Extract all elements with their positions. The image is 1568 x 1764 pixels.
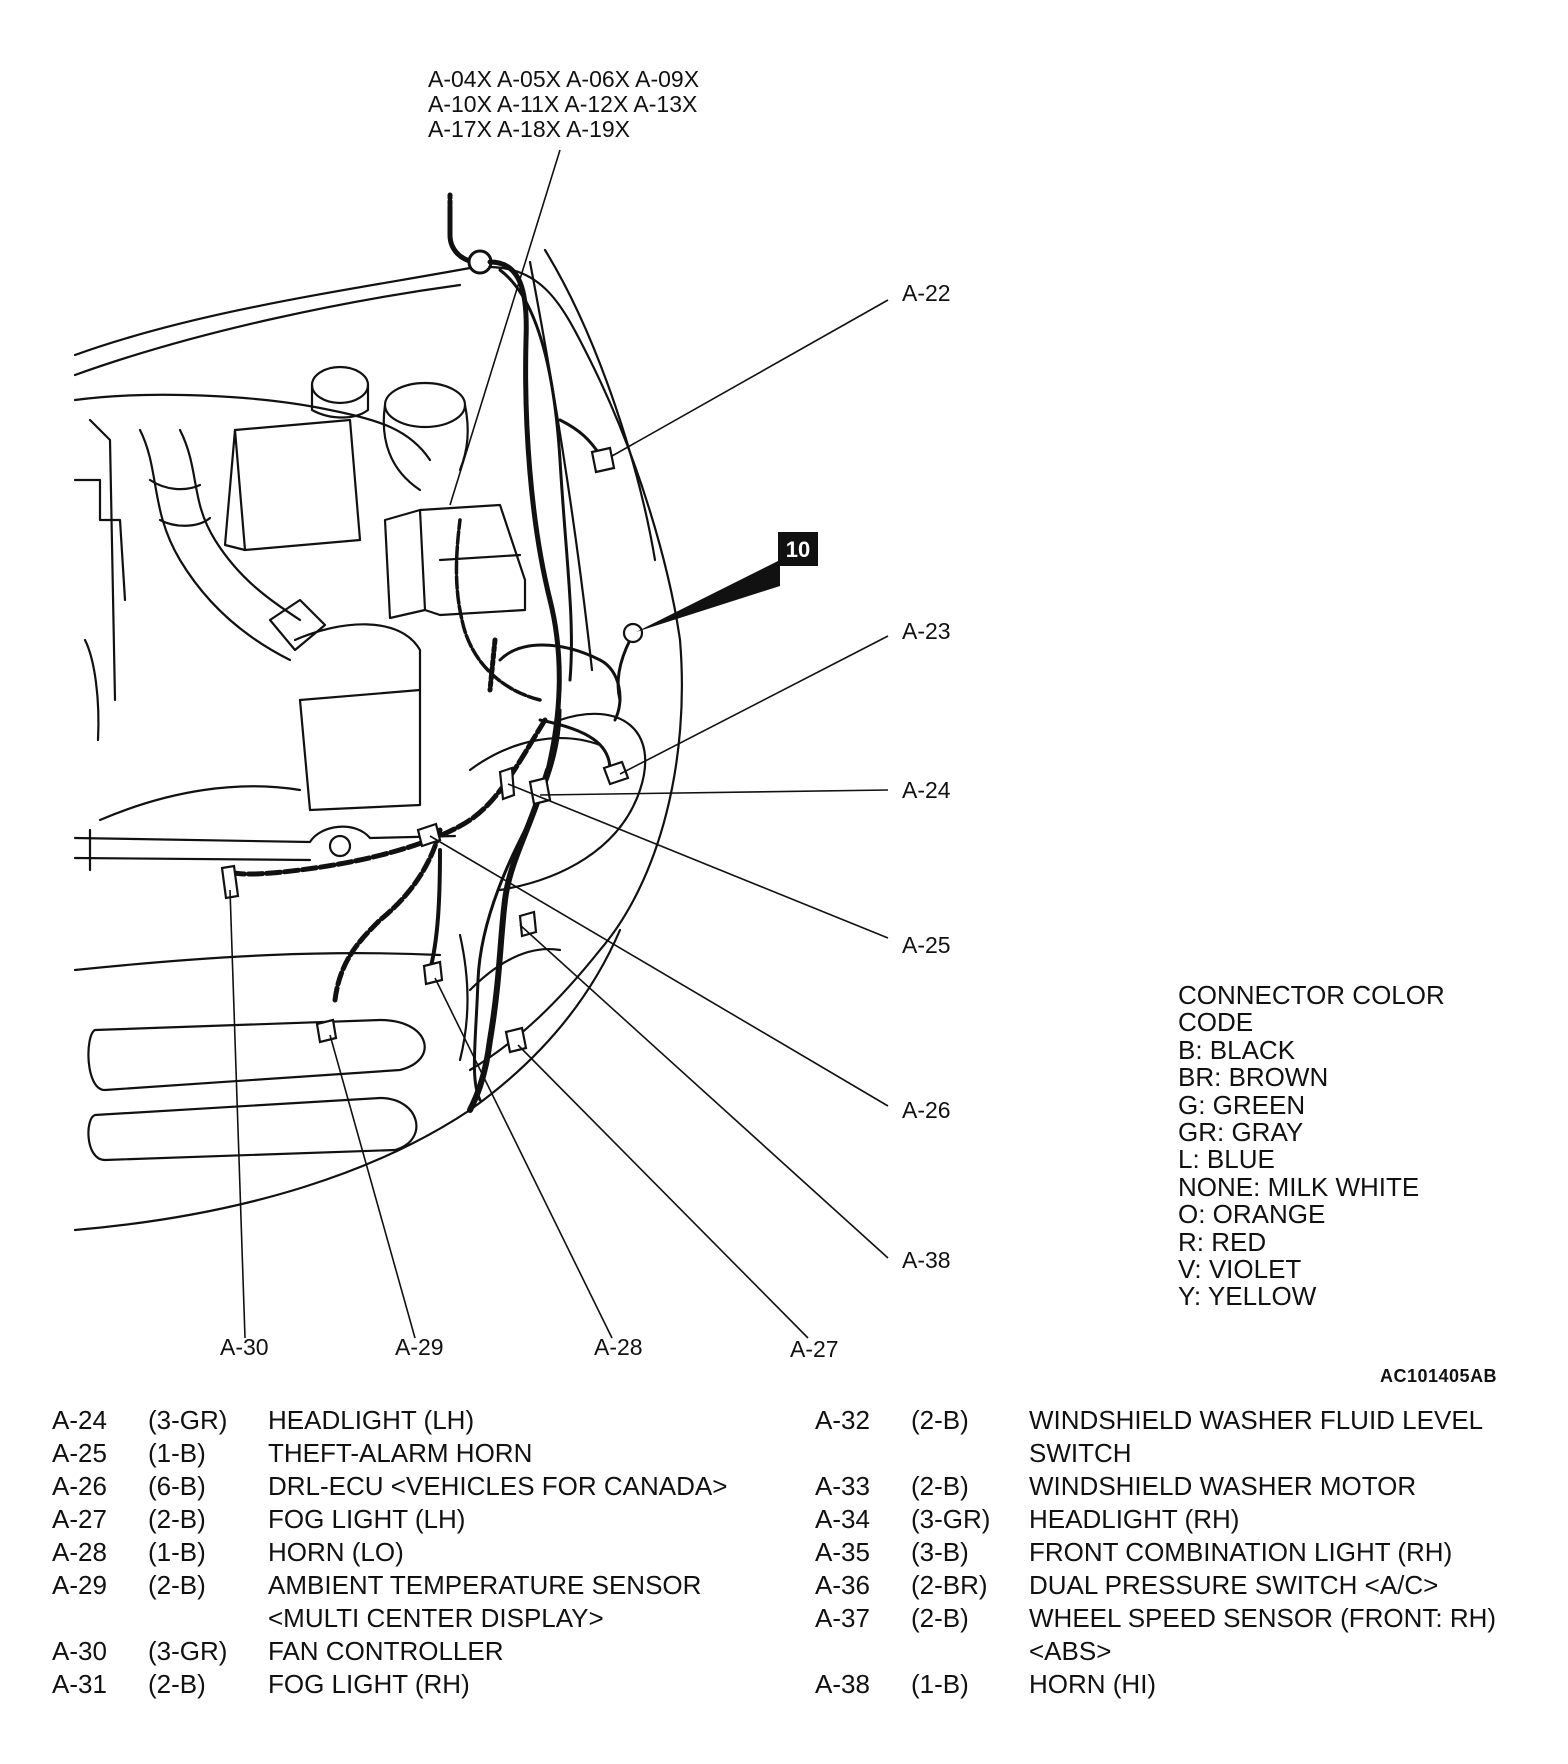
connector-code: (2-BR) — [911, 1570, 988, 1600]
color-code-entry: Y: YELLOW — [1178, 1281, 1317, 1312]
connector-code: (3-B) — [911, 1537, 969, 1567]
connector-id: A-33 — [815, 1471, 870, 1501]
legend-row: A-25 (1-B) THEFT-ALARM HORN — [52, 1437, 748, 1470]
callout-a22: A-22 — [902, 280, 951, 306]
callout-a25: A-25 — [902, 932, 951, 958]
connector-code: (1-B) — [148, 1537, 206, 1567]
legend-row: A-30 (3-GR) FAN CONTROLLER — [52, 1635, 748, 1668]
callout-a28: A-28 — [594, 1334, 643, 1360]
connector-id: A-38 — [815, 1669, 870, 1699]
callout-a38: A-38 — [902, 1247, 951, 1273]
connector-desc: HEADLIGHT (LH) — [268, 1405, 475, 1435]
connector-id: A-26 — [52, 1471, 107, 1501]
connector-legend-left: A-24 (3-GR) HEADLIGHT (LH) A-25 (1-B) TH… — [52, 1404, 748, 1701]
engine-bay-wiring-diagram: 10 A-04X A-05X A-06X A-09X A-10X A-11X A… — [73, 66, 951, 1362]
color-code-entry: V: VIOLET — [1178, 1254, 1302, 1285]
connector-id: A-32 — [815, 1405, 870, 1435]
top-label-line-1: A-04X A-05X A-06X A-09X — [428, 66, 699, 92]
connector-id: A-28 — [52, 1537, 107, 1567]
ref-box-number: 10 — [786, 537, 810, 562]
legend-row: A-24 (3-GR) HEADLIGHT (LH) — [52, 1404, 748, 1437]
connector-id: A-27 — [52, 1504, 107, 1534]
connector-code: (3-GR) — [911, 1504, 991, 1534]
connector-desc: FRONT COMBINATION LIGHT (RH) — [1029, 1537, 1453, 1567]
connector-code: (2-B) — [911, 1603, 969, 1633]
connector-code: (6-B) — [148, 1471, 206, 1501]
connector-id: A-29 — [52, 1570, 107, 1600]
connector-color-code: CONNECTOR COLOR CODE B: BLACK BR: BROWN … — [1178, 980, 1445, 1312]
legend-row: A-35 (3-B) FRONT COMBINATION LIGHT (RH) — [815, 1536, 1499, 1569]
legend-row: A-31 (2-B) FOG LIGHT (RH) — [52, 1668, 748, 1701]
connector-desc: HEADLIGHT (RH) — [1029, 1504, 1240, 1534]
color-code-entry: G: GREEN — [1178, 1089, 1306, 1120]
connector-desc: DUAL PRESSURE SWITCH <A/C> — [1029, 1570, 1439, 1600]
legend-row: A-34 (3-GR) HEADLIGHT (RH) — [815, 1503, 1499, 1536]
ref-pointer — [636, 560, 780, 632]
connector-code: (2-B) — [911, 1471, 969, 1501]
connector-code: (3-GR) — [148, 1405, 228, 1435]
connector-desc: FAN CONTROLLER — [268, 1636, 504, 1666]
connector-id: A-24 — [52, 1405, 107, 1435]
color-code-title: CODE — [1178, 1007, 1254, 1038]
connector-id: A-35 — [815, 1537, 870, 1567]
top-label-line-3: A-17X A-18X A-19X — [428, 116, 630, 142]
connector-id: A-30 — [52, 1636, 107, 1666]
connector-legend-right: A-32 (2-B) WINDSHIELD WASHER FLUID LEVEL… — [815, 1404, 1499, 1701]
connectors — [220, 446, 644, 1054]
color-code-title: CONNECTOR COLOR — [1178, 980, 1445, 1010]
callout-a24: A-24 — [902, 777, 951, 803]
engine-bay-outline — [73, 248, 683, 1232]
callout-a26: A-26 — [902, 1097, 951, 1123]
legend-row: A-26 (6-B) DRL-ECU <VEHICLES FOR CANADA> — [52, 1470, 748, 1503]
connector-desc: WINDSHIELD WASHER MOTOR — [1029, 1471, 1417, 1501]
connector-code: (2-B) — [911, 1405, 969, 1435]
connector-id: A-34 — [815, 1504, 870, 1534]
legend-row: A-33 (2-B) WINDSHIELD WASHER MOTOR — [815, 1470, 1499, 1503]
connector-desc: WHEEL SPEED SENSOR (FRONT: RH) <ABS> — [1029, 1603, 1497, 1666]
color-code-entry: L: BLUE — [1178, 1144, 1275, 1175]
top-label-line-2: A-10X A-11X A-12X A-13X — [428, 91, 697, 117]
callout-a30: A-30 — [220, 1334, 269, 1360]
connector-id: A-31 — [52, 1669, 107, 1699]
connector-desc: AMBIENT TEMPERATURE SENSOR <MULTI CENTER… — [268, 1570, 702, 1633]
legend-row: A-29 (2-B) AMBIENT TEMPERATURE SENSOR <M… — [52, 1569, 748, 1635]
connector-desc: HORN (HI) — [1029, 1669, 1157, 1699]
connector-desc: HORN (LO) — [268, 1537, 404, 1567]
callout-a23: A-23 — [902, 618, 951, 644]
legend-row: A-36 (2-BR) DUAL PRESSURE SWITCH <A/C> — [815, 1569, 1499, 1602]
connector-desc: THEFT-ALARM HORN — [268, 1438, 533, 1468]
connector-id: A-36 — [815, 1570, 870, 1600]
legend-row: A-28 (1-B) HORN (LO) — [52, 1536, 748, 1569]
color-code-entry: B: BLACK — [1178, 1034, 1296, 1065]
color-code-entry: BR: BROWN — [1178, 1062, 1329, 1093]
callout-a29: A-29 — [395, 1334, 444, 1360]
color-code-entry: O: ORANGE — [1178, 1199, 1326, 1230]
connector-id: A-37 — [815, 1603, 870, 1633]
connector-code: (1-B) — [911, 1669, 969, 1699]
connector-desc: FOG LIGHT (RH) — [268, 1669, 470, 1699]
legend-row: A-32 (2-B) WINDSHIELD WASHER FLUID LEVEL… — [815, 1404, 1499, 1470]
color-code-entry: R: RED — [1178, 1226, 1267, 1257]
callout-a27: A-27 — [790, 1336, 839, 1362]
connector-desc: DRL-ECU <VEHICLES FOR CANADA> — [268, 1471, 728, 1501]
leader-lines — [229, 149, 889, 1339]
connector-id: A-25 — [52, 1438, 107, 1468]
connector-desc: WINDSHIELD WASHER FLUID LEVEL SWITCH — [1029, 1405, 1483, 1468]
figure-code: AC101405AB — [1380, 1366, 1498, 1386]
connector-code: (3-GR) — [148, 1636, 228, 1666]
legend-row: A-38 (1-B) HORN (HI) — [815, 1668, 1499, 1701]
connector-code: (2-B) — [148, 1669, 206, 1699]
legend-row: A-27 (2-B) FOG LIGHT (LH) — [52, 1503, 748, 1536]
connector-code: (1-B) — [148, 1438, 206, 1468]
ref-box: 10 — [778, 532, 818, 566]
connector-code: (2-B) — [148, 1504, 206, 1534]
color-code-entry: NONE: MILK WHITE — [1178, 1171, 1420, 1202]
color-code-entry: GR: GRAY — [1178, 1117, 1304, 1148]
connector-desc: FOG LIGHT (LH) — [268, 1504, 466, 1534]
connector-code: (2-B) — [148, 1570, 206, 1600]
legend-row: A-37 (2-B) WHEEL SPEED SENSOR (FRONT: RH… — [815, 1602, 1499, 1668]
